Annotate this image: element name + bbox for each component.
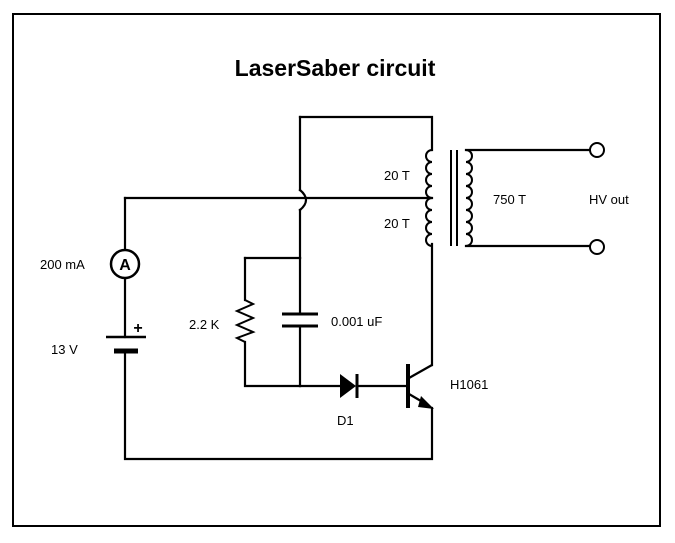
capacitor-label: 0.001 uF: [331, 314, 382, 329]
transistor: [406, 364, 434, 409]
diagram-frame: [12, 13, 661, 527]
battery-polarity: +: [133, 320, 142, 337]
transformer: [425, 149, 473, 247]
output-label: HV out: [589, 192, 629, 207]
capacitor: [282, 312, 318, 328]
battery-voltage-label: 13 V: [51, 342, 78, 357]
diagram-title: LaserSaber circuit: [235, 55, 436, 81]
battery: +: [106, 320, 146, 354]
secondary-turns-label: 750 T: [493, 192, 526, 207]
diode: [340, 374, 359, 398]
output-terminal-top: [589, 142, 605, 158]
primary-bottom-turns-label: 20 T: [384, 216, 410, 231]
ammeter-symbol: A: [119, 257, 131, 274]
secondary-coil: [465, 149, 473, 247]
primary-top-turns-label: 20 T: [384, 168, 410, 183]
transistor-label: H1061: [450, 377, 488, 392]
ammeter-reading-label: 200 mA: [40, 257, 85, 272]
wires: [123, 115, 592, 461]
output-terminal-bottom: [589, 239, 605, 255]
resistor: [234, 299, 256, 343]
primary-coil: [425, 149, 433, 247]
resistor-label: 2.2 K: [189, 317, 220, 332]
diode-label: D1: [337, 413, 354, 428]
ammeter: A: [109, 248, 141, 280]
